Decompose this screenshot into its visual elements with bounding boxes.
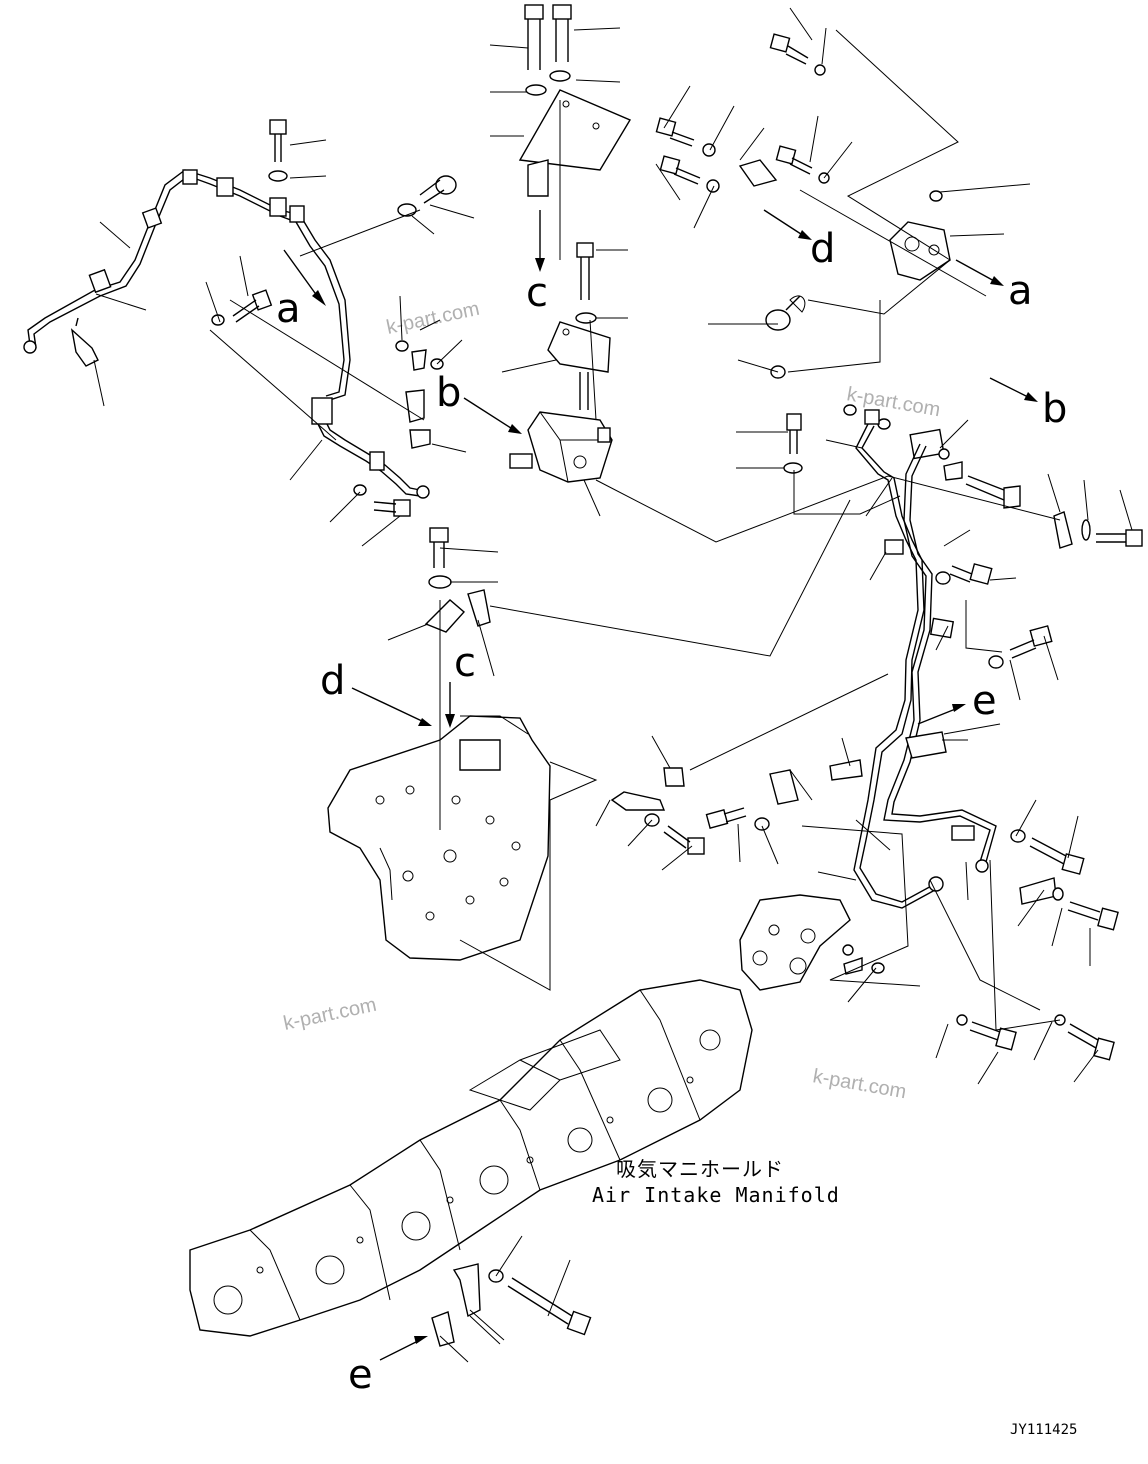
- watermark-bottom: k-part.com: [811, 1065, 908, 1103]
- drawing-code: JY111425: [1010, 1422, 1077, 1438]
- callout-b-left: b: [436, 370, 461, 416]
- clamps-center-right: [610, 731, 947, 855]
- bolts-upper-right-row: [655, 117, 830, 193]
- watermark-middle: k-part.com: [281, 994, 378, 1035]
- valve-block-right: [765, 190, 951, 379]
- manifold-bracket-bottom: [431, 1263, 592, 1347]
- callout-arrows: [283, 209, 1038, 1361]
- left-sensor-harness: [23, 169, 430, 499]
- callout-b-right: b: [1042, 386, 1067, 432]
- gear-housing-plate: [327, 715, 551, 961]
- leader-lines: [93, 7, 1133, 1363]
- bracket-top-center: [518, 4, 632, 197]
- callout-d-left: d: [320, 658, 345, 704]
- reference-lines: [209, 29, 1061, 1345]
- small-valve-body: [739, 894, 885, 991]
- callout-a-right: a: [1008, 268, 1033, 314]
- manifold-caption-english: Air Intake Manifold: [592, 1183, 840, 1207]
- callout-e-bottom: e: [348, 1352, 373, 1398]
- callout-e-right: e: [972, 678, 997, 724]
- bolt-left-d: [353, 484, 411, 517]
- watermark-right: k-part.com: [845, 383, 942, 421]
- bolt-left-a: [268, 119, 288, 182]
- watermark-top: k-part.com: [384, 298, 481, 339]
- callout-c-top: c: [526, 270, 548, 316]
- air-intake-manifold: [189, 979, 753, 1337]
- callout-c-bottom: c: [454, 640, 476, 686]
- callout-a-left: a: [276, 286, 301, 332]
- bolt-top-right: [769, 33, 826, 76]
- callout-d-top: d: [810, 226, 835, 272]
- sensor-fitting-left: [395, 340, 444, 449]
- bolt-right-upper: [783, 413, 1143, 549]
- bolt-left-c: [211, 289, 273, 326]
- bolts-lower-right: [956, 829, 1119, 1061]
- manifold-caption-japanese: 吸気マニホールド: [616, 1157, 784, 1181]
- bracket-left-middle: [424, 527, 491, 633]
- mid-bracket: [547, 242, 611, 410]
- right-pipe-assembly: [843, 404, 997, 909]
- bolts-right-middle: [935, 563, 1053, 669]
- solenoid-valve-center: [509, 411, 613, 483]
